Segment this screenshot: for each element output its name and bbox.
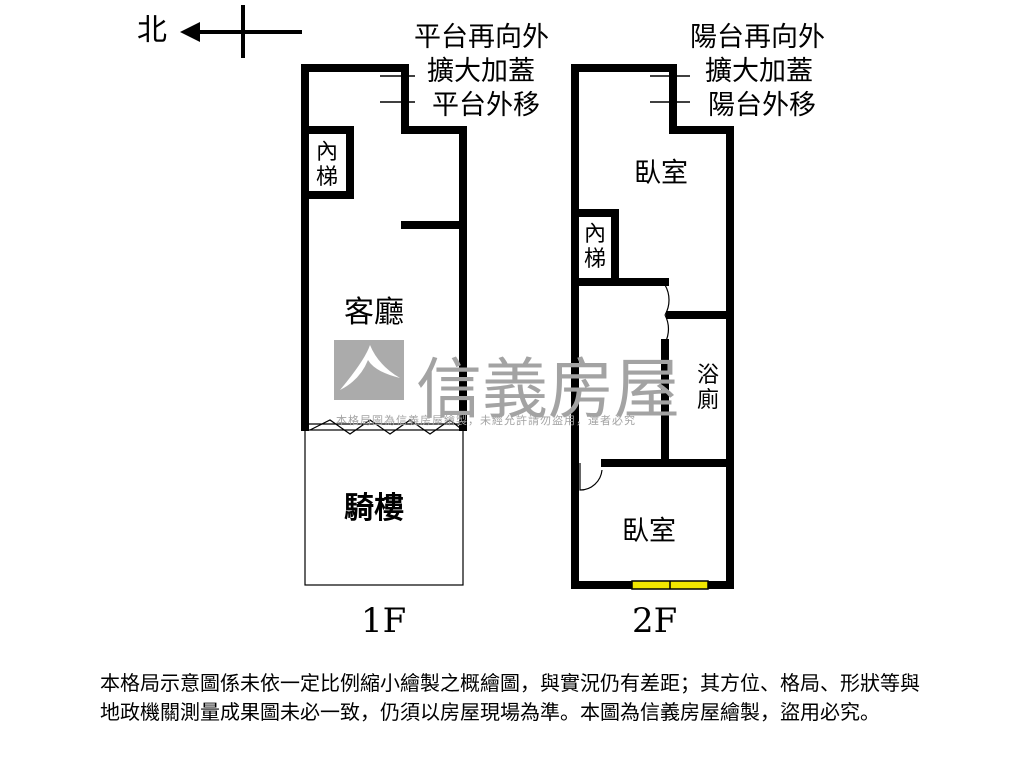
floor1-label: 1F bbox=[361, 601, 407, 641]
arcade-area bbox=[304, 429, 464, 586]
bedroom-top-label: 臥室 bbox=[634, 158, 688, 189]
arcade-label: 騎樓 bbox=[344, 491, 404, 526]
brand-logo-icon bbox=[334, 340, 404, 400]
door-swings bbox=[579, 284, 670, 491]
watermark-brand: 信義房屋 bbox=[416, 351, 680, 428]
floor2-annotation: 陽台再向外 bbox=[690, 22, 825, 53]
bedroom-bottom-label: 臥室 bbox=[622, 516, 676, 547]
floor1-stairs-label: 內梯 bbox=[316, 140, 339, 190]
floor1-walls bbox=[301, 64, 467, 431]
floor2-annotation: 擴大加蓋 bbox=[705, 56, 813, 87]
living-room-label: 客廳 bbox=[344, 295, 404, 330]
floor1-annotation: 平台外移 bbox=[432, 90, 540, 121]
floor2-label: 2F bbox=[632, 601, 678, 641]
floor1-annotation: 平台再向外 bbox=[414, 22, 549, 53]
north-arrow-icon bbox=[180, 5, 302, 58]
floor2-walls bbox=[571, 64, 734, 589]
floor1-opening bbox=[309, 419, 461, 435]
floor1-annotation: 擴大加蓋 bbox=[427, 56, 535, 87]
disclaimer-text: 本格局示意圖係未依一定比例縮小繪製之概繪圖，與實況仍有差距；其方位、格局、形狀等… bbox=[100, 671, 920, 724]
floor2-stairs-label: 內梯 bbox=[584, 222, 607, 272]
watermark-notice: 本格局圖為信義房屋繪製，未經允許請勿盜用，違者必究 bbox=[336, 414, 636, 427]
floor2-annotation: 陽台外移 bbox=[708, 90, 816, 121]
bathroom-label: 浴廁 bbox=[697, 363, 720, 413]
north-label: 北 bbox=[137, 13, 167, 48]
